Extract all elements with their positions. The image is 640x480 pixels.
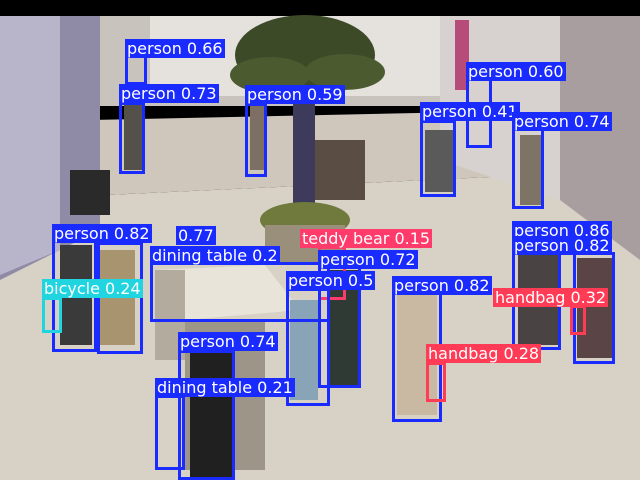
detection-label: person 0.74: [512, 112, 612, 131]
detection-label: 0.77: [176, 226, 216, 245]
detection-label: dining table 0.2: [150, 246, 280, 265]
detection-box: [178, 350, 235, 480]
detection-label: dining table 0.21: [155, 378, 295, 397]
detection-label: person 0.59: [245, 85, 345, 104]
detection-label: teddy bear 0.15: [300, 229, 433, 248]
detection-box: [245, 103, 267, 177]
detection-label: person 0.5: [286, 271, 376, 290]
detection-box: [97, 242, 143, 354]
detection-label: person 0.41: [420, 102, 520, 121]
detection-box: [570, 305, 586, 335]
detection-label: handbag 0.32: [493, 288, 609, 307]
detection-box: [155, 395, 185, 470]
detection-label: person 0.72: [318, 250, 418, 269]
detection-label: bicycle 0.24: [42, 279, 143, 298]
detection-box: [512, 128, 544, 209]
detection-box: [119, 102, 145, 174]
detection-label: person 0.74: [178, 332, 278, 351]
detection-box: [125, 55, 147, 85]
detection-label: person 0.60: [466, 62, 566, 81]
detection-box: [420, 120, 456, 197]
detection-label: handbag 0.28: [426, 344, 542, 363]
detection-label: person 0.82: [392, 276, 492, 295]
detection-box: [42, 297, 62, 333]
detection-label: person 0.66: [125, 39, 225, 58]
detection-box: [426, 362, 446, 402]
detection-label: person 0.73: [119, 84, 219, 103]
detection-label: person 0.82: [512, 236, 612, 255]
detection-label: person 0.82: [52, 224, 152, 243]
detection-label: person 0.86: [512, 221, 612, 240]
